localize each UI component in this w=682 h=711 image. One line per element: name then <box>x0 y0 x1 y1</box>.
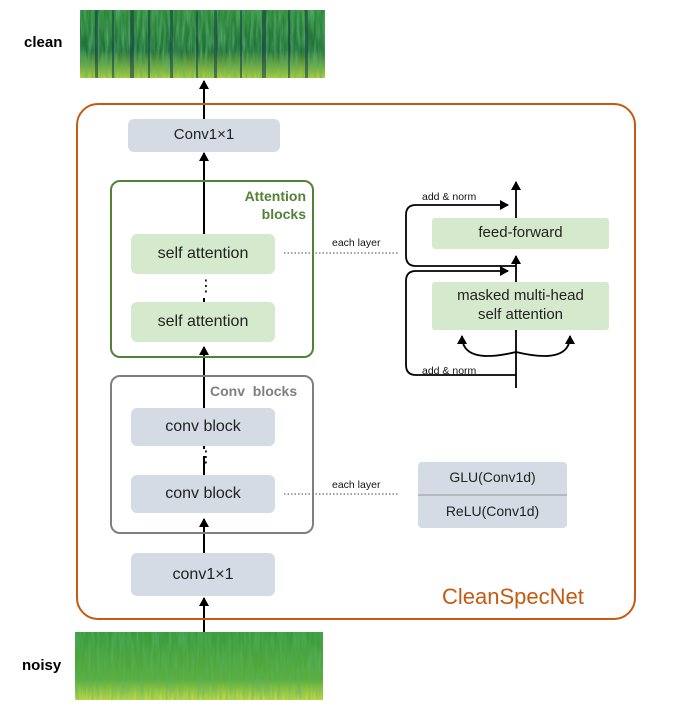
add-norm-top-label: add & norm <box>422 191 477 203</box>
relu-conv1d-box: ReLU(Conv1d) <box>418 496 567 528</box>
add-norm-bottom-label: add & norm <box>422 365 477 377</box>
masked-mha-box: masked multi-head self attention <box>432 282 609 330</box>
glu-conv1d-box: GLU(Conv1d) <box>418 462 567 494</box>
noisy-label: noisy <box>22 657 62 674</box>
clean-spectrogram <box>80 10 325 78</box>
conv-blocks-title: Conv blocks <box>210 383 298 399</box>
attention-detail-lines <box>405 181 575 388</box>
clean-label: clean <box>24 34 63 51</box>
conv-block-box-2: conv block <box>131 475 275 513</box>
conv1x1-bottom-box: conv1×1 <box>131 553 275 596</box>
feed-forward-box: feed-forward <box>432 218 609 249</box>
conv1x1-top-box: Conv1×1 <box>128 119 280 152</box>
self-attention-box-2: self attention <box>131 302 275 342</box>
noisy-spectrogram <box>75 632 323 700</box>
attention-blocks-frame <box>110 180 314 358</box>
attention-blocks-title: Attention blocks <box>244 188 306 223</box>
conv-each-layer-label: each layer <box>332 479 381 491</box>
cleanspecnet-frame <box>76 103 636 620</box>
model-name-label: CleanSpecNet <box>442 584 584 609</box>
conv-ellipsis: ⋮ <box>198 449 214 466</box>
attention-each-layer-label: each layer <box>332 237 381 249</box>
self-attention-box-1: self attention <box>131 234 275 274</box>
attention-ellipsis: ⋮ <box>198 278 214 295</box>
conv-blocks-frame <box>110 375 314 534</box>
conv-block-box-1: conv block <box>131 408 275 446</box>
